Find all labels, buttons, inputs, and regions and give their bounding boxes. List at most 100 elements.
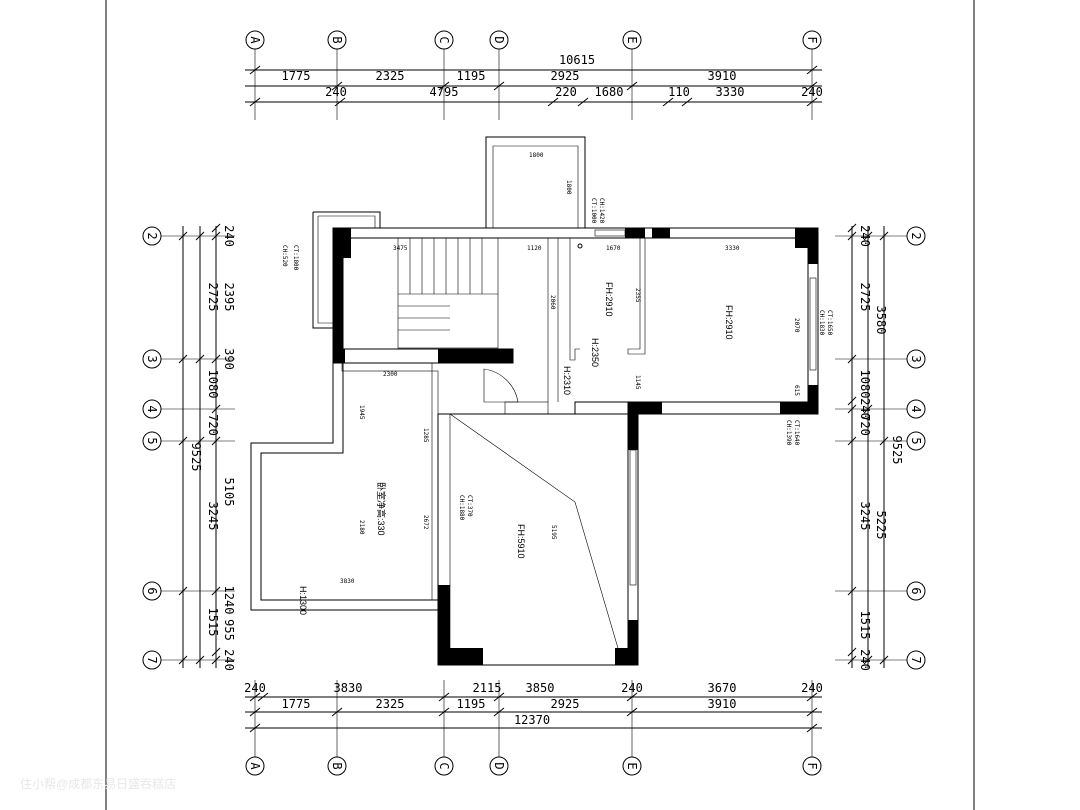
svg-text:1800: 1800 xyxy=(565,180,572,195)
inner-dimension-labels: 3475 1120 1670 3330 1800 1800 2300 3830 … xyxy=(340,152,800,585)
room-labels: FH:2910 FH:2910 FH:5910 H:2350 H:2310 H:… xyxy=(298,282,734,615)
svg-text:FH:2910: FH:2910 xyxy=(724,305,734,340)
left-dimension-lines: 240 2395 390 1080 720 5105 1240 955 240 … xyxy=(178,223,236,671)
svg-text:3245: 3245 xyxy=(858,502,872,531)
axis-bubble-c-top: C xyxy=(434,30,454,50)
svg-text:9525: 9525 xyxy=(890,436,904,465)
svg-text:CH:1880: CH:1880 xyxy=(458,495,465,521)
svg-text:5105: 5105 xyxy=(222,478,236,507)
svg-text:1120: 1120 xyxy=(527,245,542,252)
svg-text:720: 720 xyxy=(206,414,220,436)
svg-text:390: 390 xyxy=(222,348,236,370)
svg-text:C: C xyxy=(437,762,451,769)
svg-text:1515: 1515 xyxy=(858,611,872,640)
svg-text:2070: 2070 xyxy=(793,318,800,333)
svg-text:H:1300: H:1300 xyxy=(298,586,308,615)
svg-text:10615: 10615 xyxy=(559,53,595,67)
svg-text:220: 220 xyxy=(555,85,577,99)
svg-text:3850: 3850 xyxy=(526,681,555,695)
window-tags: CT:1000 CH:1420 CT:1800 CH:520 CT:1650 C… xyxy=(281,198,833,521)
axis-bubble-4-right: 4 xyxy=(906,399,926,419)
svg-text:3245: 3245 xyxy=(206,502,220,531)
svg-text:3830: 3830 xyxy=(340,578,355,585)
svg-text:C: C xyxy=(437,36,451,43)
axis-bubble-c-bottom: C xyxy=(434,756,454,776)
svg-text:FH:2910: FH:2910 xyxy=(604,282,614,317)
left-axis-bubbles: 2 3 4 5 6 7 xyxy=(142,226,162,670)
svg-text:H:2310: H:2310 xyxy=(562,366,572,395)
svg-text:3330: 3330 xyxy=(716,85,745,99)
svg-text:2925: 2925 xyxy=(551,69,580,83)
svg-text:2: 2 xyxy=(909,232,923,239)
svg-text:240: 240 xyxy=(222,225,236,247)
svg-text:240: 240 xyxy=(858,649,872,671)
svg-text:240: 240 xyxy=(801,85,823,99)
svg-text:F: F xyxy=(805,762,819,769)
svg-text:240: 240 xyxy=(858,225,872,247)
svg-text:CT:1000: CT:1000 xyxy=(590,198,597,224)
svg-text:卧室净高:330: 卧室净高:330 xyxy=(376,482,387,536)
svg-text:1145: 1145 xyxy=(634,375,641,390)
right-dimension-lines: 240 2725 1080 240 720 3245 1515 240 3580… xyxy=(847,223,904,671)
svg-text:240: 240 xyxy=(325,85,347,99)
axis-bubble-2-right: 2 xyxy=(906,226,926,246)
axis-bubble-3-right: 3 xyxy=(906,349,926,369)
svg-text:720: 720 xyxy=(858,414,872,436)
svg-text:1195: 1195 xyxy=(457,697,486,711)
svg-text:2300: 2300 xyxy=(383,371,398,378)
svg-text:1680: 1680 xyxy=(595,85,624,99)
svg-text:240: 240 xyxy=(244,681,266,695)
svg-text:2: 2 xyxy=(145,232,159,239)
staircase xyxy=(397,237,499,349)
svg-text:5195: 5195 xyxy=(550,525,557,540)
svg-text:3670: 3670 xyxy=(708,681,737,695)
svg-text:A: A xyxy=(248,762,262,770)
axis-bubble-b-top: B xyxy=(327,30,347,50)
svg-text:1775: 1775 xyxy=(282,69,311,83)
svg-text:FH:5910: FH:5910 xyxy=(516,524,526,559)
svg-text:CH:1390: CH:1390 xyxy=(785,420,792,446)
watermark: 住小帮@成都东易日盛吞糕店 xyxy=(20,776,176,791)
axis-bubble-e-top: E xyxy=(622,30,642,50)
bottom-axis-bubbles: A B C D E F xyxy=(245,756,822,776)
svg-text:240: 240 xyxy=(801,681,823,695)
svg-text:3580: 3580 xyxy=(874,306,888,335)
top-dimension-lines: 10615 1775 2325 1195 2925 3910 240 4795 … xyxy=(245,53,823,107)
svg-text:1080: 1080 xyxy=(858,370,872,399)
svg-text:955: 955 xyxy=(222,619,236,641)
axis-bubble-6-left: 6 xyxy=(142,581,162,601)
axis-bubble-7-left: 7 xyxy=(142,650,162,670)
svg-text:6: 6 xyxy=(909,587,923,594)
svg-text:240: 240 xyxy=(222,649,236,671)
svg-text:1285: 1285 xyxy=(422,428,429,443)
svg-text:E: E xyxy=(625,36,639,43)
axis-bubble-f-top: F xyxy=(802,30,822,50)
axis-bubble-7-right: 7 xyxy=(906,650,926,670)
bottom-dimension-lines: 240 3830 2115 3850 240 3670 240 1775 232… xyxy=(244,681,823,733)
svg-text:3910: 3910 xyxy=(708,697,737,711)
svg-text:A: A xyxy=(248,36,262,44)
svg-text:1080: 1080 xyxy=(206,370,220,399)
svg-text:B: B xyxy=(330,36,344,43)
walls xyxy=(250,136,819,666)
svg-text:5: 5 xyxy=(909,437,923,444)
svg-text:240: 240 xyxy=(858,398,872,420)
svg-text:2725: 2725 xyxy=(858,283,872,312)
svg-text:4: 4 xyxy=(145,405,159,412)
axis-bubble-3-left: 3 xyxy=(142,349,162,369)
svg-text:1775: 1775 xyxy=(282,697,311,711)
svg-text:B: B xyxy=(330,762,344,769)
axis-bubble-5-left: 5 xyxy=(142,431,162,451)
svg-text:2325: 2325 xyxy=(376,69,405,83)
axis-bubble-4-left: 4 xyxy=(142,399,162,419)
svg-text:3: 3 xyxy=(909,355,923,362)
svg-text:7: 7 xyxy=(145,656,159,663)
axis-bubble-a-bottom: A xyxy=(245,756,265,776)
svg-text:E: E xyxy=(625,762,639,769)
svg-text:1515: 1515 xyxy=(206,608,220,637)
svg-text:2355: 2355 xyxy=(634,288,641,303)
svg-text:CT:1650: CT:1650 xyxy=(826,310,833,336)
axis-bubble-5-right: 5 xyxy=(906,431,926,451)
svg-text:D: D xyxy=(492,762,506,769)
